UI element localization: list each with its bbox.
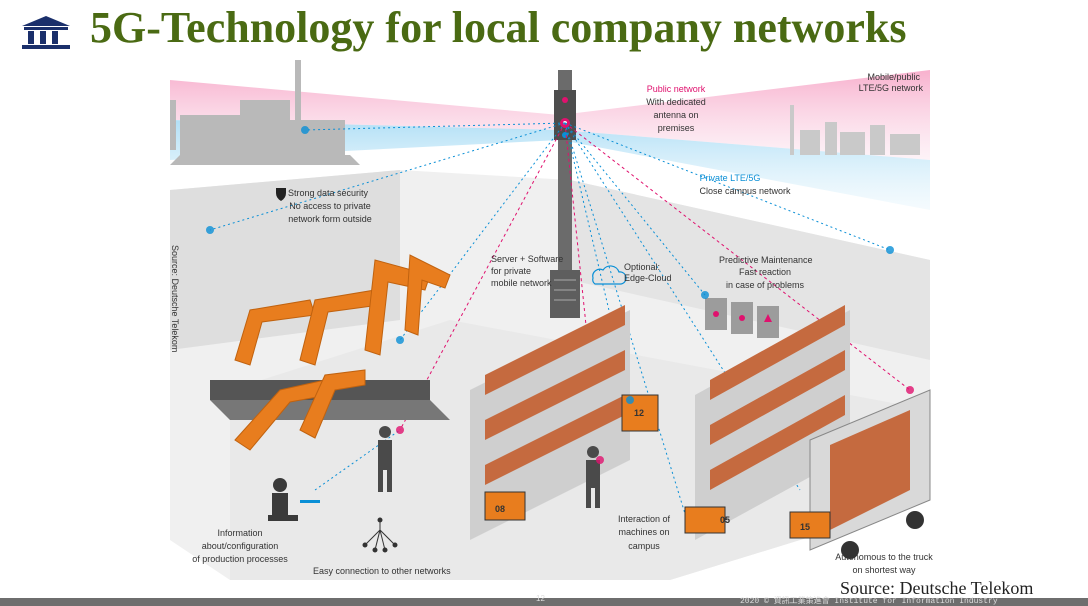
page-title: 5G-Technology for local company networks — [90, 3, 907, 52]
agv-08-label: 08 — [495, 504, 505, 514]
public-network-line1: With dedicated — [646, 97, 706, 107]
info-line3: of production processes — [192, 554, 288, 564]
people — [378, 426, 600, 508]
predictive-line2: in case of problems — [726, 280, 805, 290]
predictive-title: Predictive Maintenance — [719, 255, 813, 265]
interaction-line2: machines on — [618, 527, 669, 537]
public-network-title: Public network — [647, 84, 706, 94]
edge-cloud-line1: Optional: — [624, 262, 660, 272]
public-network-line3: premises — [658, 123, 695, 133]
city-silhouette — [790, 105, 920, 155]
truck — [809, 389, 931, 559]
shield-icon — [276, 188, 286, 201]
agv-vehicles — [484, 394, 831, 539]
shelves-right — [695, 305, 850, 540]
strong-security-line1: No access to private — [289, 201, 371, 211]
info-line2: about/configuration — [202, 541, 279, 551]
page-number: 12 — [536, 594, 545, 603]
strong-security-title: Strong data security — [288, 188, 369, 198]
institution-logo-icon — [22, 16, 70, 49]
server-rack — [550, 270, 580, 318]
autonomous-sub: on shortest way — [852, 565, 916, 575]
source-caption: Source: Deutsche Telekom — [840, 578, 1034, 598]
private-lte-title: Private LTE/5G — [700, 173, 761, 183]
agv-15-label: 15 — [800, 522, 810, 532]
agv-12-label: 12 — [634, 408, 644, 418]
agv-05-label: 05 — [720, 515, 730, 525]
sky-bands — [170, 70, 930, 210]
server-title: Server + Software — [491, 254, 563, 264]
copyright-text: 2020 © 資訊工業策進會 Institute for Information… — [740, 597, 998, 606]
autonomous-title: Autonomous to the truck — [835, 552, 933, 562]
strong-security-line2: network form outside — [288, 214, 372, 224]
shelves-center — [470, 305, 630, 540]
server-line2: mobile network — [491, 278, 552, 288]
edge-cloud-line2: Edge-Cloud — [624, 273, 672, 283]
campus-network-diagram: 08 12 05 15 — [170, 60, 933, 580]
footer-bar: 12 2020 © 資訊工業策進會 Institute for Informat… — [0, 594, 1088, 606]
private-lte-sub: Close campus network — [699, 186, 791, 196]
desk-worker — [268, 478, 320, 521]
network-hub-icon — [362, 517, 398, 553]
robot-arms — [210, 254, 451, 451]
interaction-line1: Interaction of — [618, 514, 671, 524]
cloud-icon — [592, 265, 627, 285]
info-line1: Information — [217, 528, 262, 538]
mobile-public-title: Mobile/public — [867, 72, 920, 82]
predictive-line1: Fast reaction — [739, 267, 791, 277]
interaction-line3: campus — [628, 541, 660, 551]
signal-points — [206, 126, 914, 464]
signal-lines — [209, 122, 911, 531]
title-bar: 5G-Technology for local company networks — [0, 0, 1088, 60]
server-line1: for private — [491, 266, 531, 276]
easy-connection-text: Easy connection to other networks — [313, 566, 451, 576]
maintenance-panels — [705, 298, 779, 338]
side-source-text: Source: Deutsche Telekom — [170, 245, 180, 352]
factory-silhouette — [170, 60, 360, 165]
public-network-line2: antenna on — [653, 110, 698, 120]
mobile-public-sub: LTE/5G network — [859, 83, 924, 93]
